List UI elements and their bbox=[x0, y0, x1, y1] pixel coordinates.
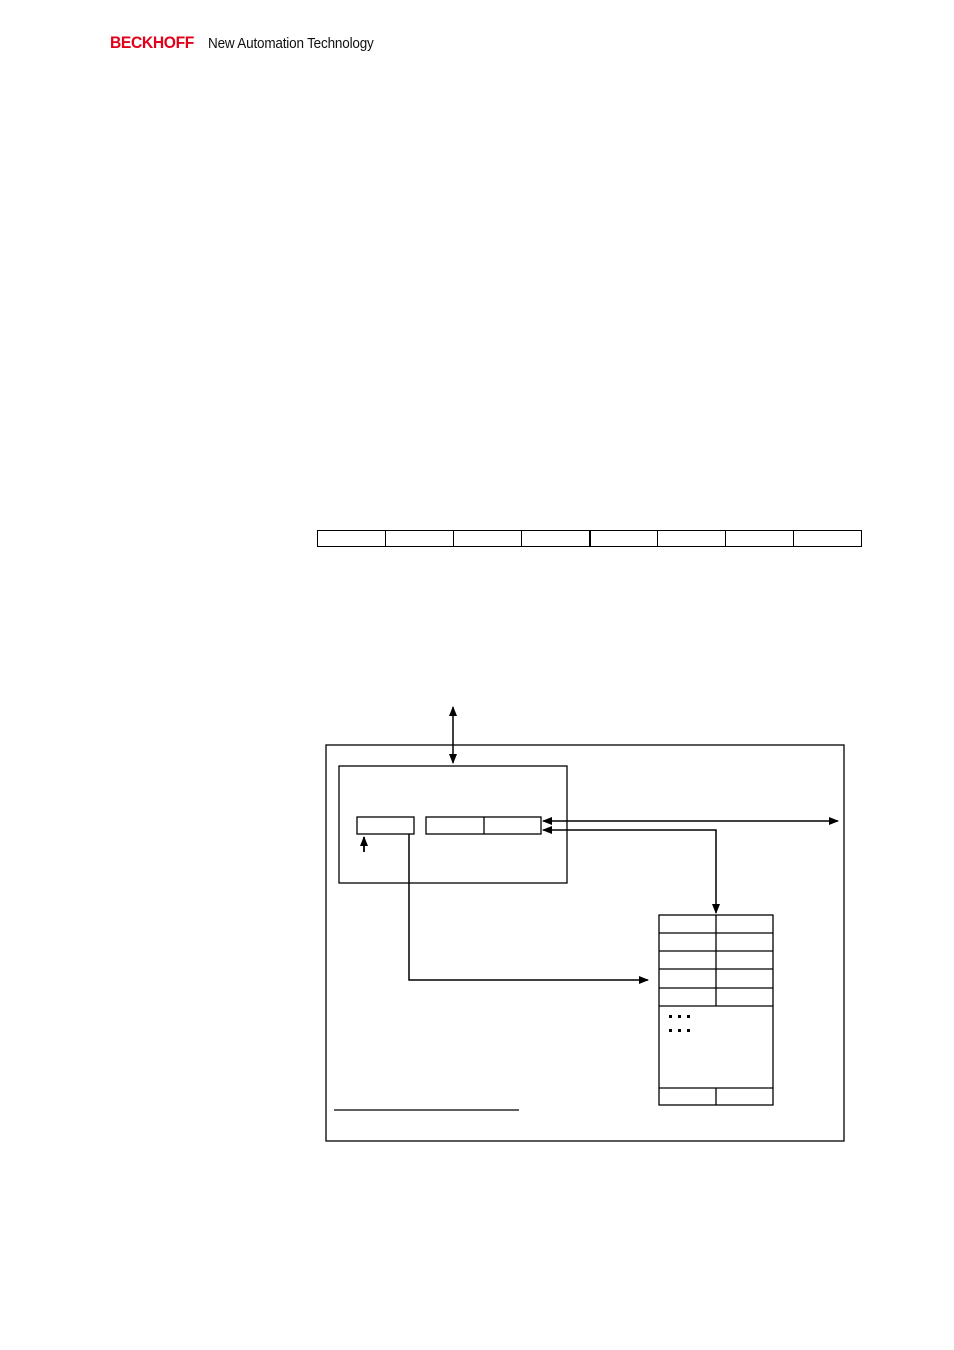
pointer-register-box bbox=[356, 816, 415, 835]
brand-logo: BECKHOFF bbox=[110, 33, 194, 52]
outer-frame bbox=[325, 744, 845, 1142]
brand-tagline: New Automation Technology bbox=[208, 35, 374, 52]
register-cell bbox=[591, 531, 659, 546]
register-cell bbox=[658, 531, 727, 546]
inner-module-box bbox=[338, 765, 568, 884]
register-table-connector bbox=[542, 826, 720, 914]
pointer-connector bbox=[408, 834, 649, 984]
page-header: BECKHOFF New Automation Technology bbox=[110, 33, 392, 53]
register-cell bbox=[386, 531, 454, 546]
register-cell bbox=[726, 531, 795, 546]
table-ellipsis bbox=[669, 1015, 690, 1032]
register-cell bbox=[454, 531, 522, 546]
register-cell bbox=[522, 531, 591, 546]
register-cell bbox=[318, 531, 386, 546]
register-bit-row bbox=[317, 530, 862, 547]
